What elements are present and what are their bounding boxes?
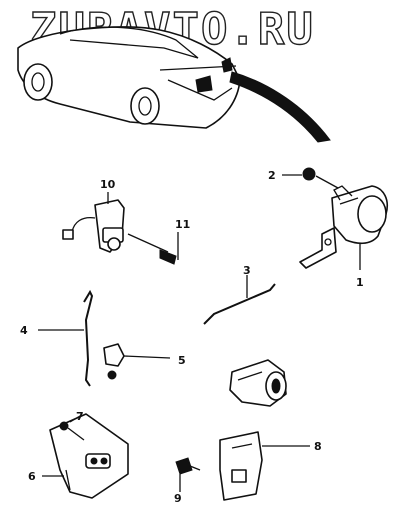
callout-5: 5: [178, 354, 186, 367]
callout-11: 11: [175, 218, 190, 231]
lock-cylinder-assembly: [229, 359, 287, 407]
callout-2: 2: [268, 169, 276, 182]
callout-4: 4: [20, 324, 28, 337]
part-7-screw: [59, 415, 85, 441]
callout-9: 9: [174, 492, 182, 505]
callout-6: 6: [28, 470, 36, 483]
part-3-link-rod: [203, 275, 276, 325]
callout-3: 3: [243, 264, 251, 277]
car-illustration: [17, 26, 331, 143]
part-6-bracket: [42, 413, 129, 499]
callout-10: 10: [100, 178, 116, 191]
part-2-screw: [282, 167, 339, 189]
part-5-clip: [103, 343, 171, 380]
callout-8: 8: [314, 440, 322, 453]
callout-7: 7: [76, 410, 84, 423]
part-8-plate: [219, 431, 310, 501]
part-1-actuator: [299, 185, 388, 270]
callout-1: 1: [356, 276, 364, 289]
part-9-bolt: [175, 457, 201, 492]
part-11-bolt: [127, 232, 179, 265]
part-10-lock-cylinder: [62, 192, 125, 253]
part-4-rod: [38, 289, 94, 387]
